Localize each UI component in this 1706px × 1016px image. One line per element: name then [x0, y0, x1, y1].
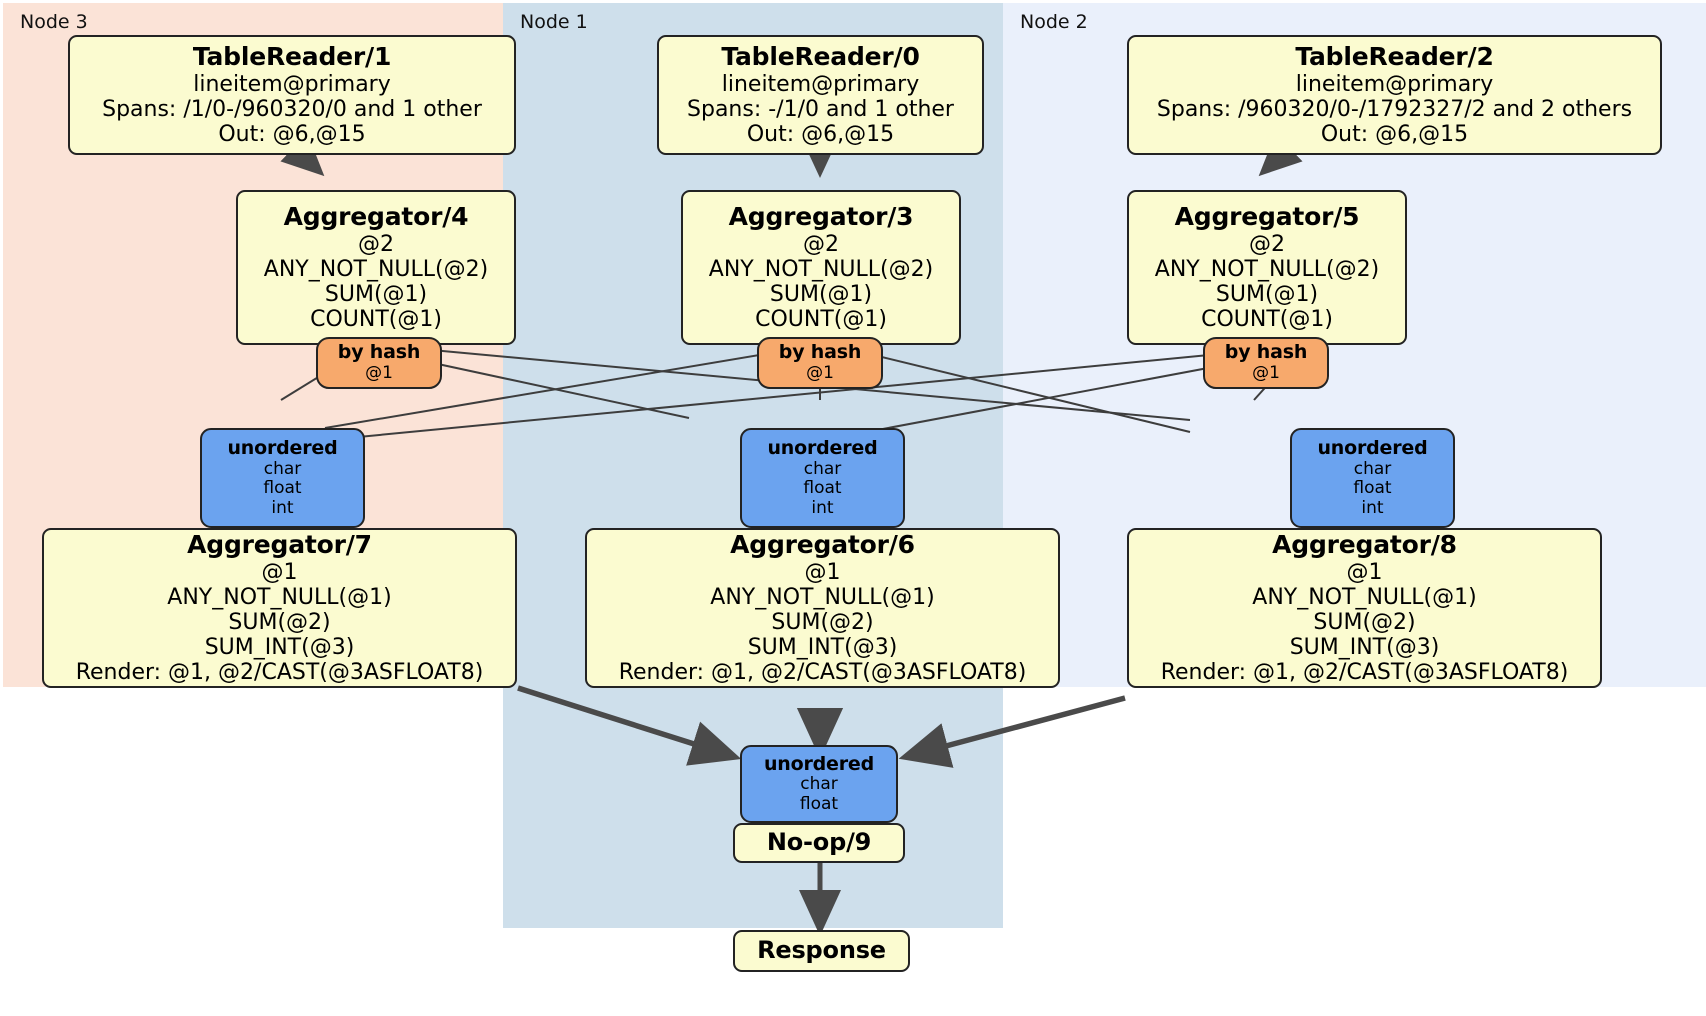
router-line: @1 — [365, 363, 393, 384]
node-title: Aggregator/8 — [1272, 530, 1457, 560]
node-line: SUM(@2) — [771, 609, 874, 635]
node-line: SUM(@1) — [769, 281, 873, 307]
node-line: Spans: -/1/0 and 1 other — [687, 96, 954, 122]
router-title: by hash — [778, 341, 862, 364]
node-line: lineitem@primary — [1295, 71, 1494, 97]
cluster-label-node3: Node 3 — [20, 11, 88, 33]
node-title: Response — [757, 936, 886, 965]
node-title: TableReader/0 — [721, 42, 920, 72]
node-line: Render: @1, @2/CAST(@3ASFLOAT8) — [75, 659, 484, 685]
node-line: lineitem@primary — [193, 71, 391, 97]
receiver-line: float — [1353, 478, 1392, 499]
node-aggregator-7[interactable]: Aggregator/7 @1 ANY_NOT_NULL(@1) SUM(@2)… — [42, 528, 517, 688]
node-line: Spans: /960320/0-/1792327/2 and 2 others — [1156, 96, 1633, 122]
node-line: @1 — [261, 559, 298, 585]
node-aggregator-3[interactable]: Aggregator/3 @2 ANY_NOT_NULL(@2) SUM(@1)… — [681, 190, 961, 345]
node-title: TableReader/2 — [1295, 42, 1494, 72]
receiver-title: unordered — [227, 437, 338, 460]
node-line: ANY_NOT_NULL(@2) — [263, 256, 489, 282]
router-line: @1 — [1252, 363, 1280, 384]
node-line: Out: @6,@15 — [218, 121, 366, 147]
node-title: No-op/9 — [766, 828, 872, 857]
receiver-line: int — [1361, 497, 1384, 518]
node-title: TableReader/1 — [192, 42, 392, 72]
receiver-line: float — [803, 478, 842, 499]
node-line: @1 — [804, 559, 841, 585]
receiver-line: int — [271, 497, 294, 518]
node-line: @2 — [803, 231, 839, 257]
node-line: Render: @1, @2/CAST(@3ASFLOAT8) — [1160, 659, 1569, 685]
node-aggregator-5[interactable]: Aggregator/5 @2 ANY_NOT_NULL(@2) SUM(@1)… — [1127, 190, 1407, 345]
receiver-unordered-center[interactable]: unordered char float int — [740, 428, 905, 528]
node-line: Out: @6,@15 — [1320, 121, 1469, 147]
node-line: lineitem@primary — [721, 71, 920, 97]
router-by-hash-right[interactable]: by hash @1 — [1203, 337, 1329, 389]
node-line: SUM(@1) — [324, 281, 428, 307]
node-line: ANY_NOT_NULL(@2) — [708, 256, 934, 282]
node-line: ANY_NOT_NULL(@1) — [710, 584, 935, 610]
receiver-unordered-left[interactable]: unordered char float int — [200, 428, 365, 528]
node-line: ANY_NOT_NULL(@1) — [1252, 584, 1477, 610]
node-aggregator-4[interactable]: Aggregator/4 @2 ANY_NOT_NULL(@2) SUM(@1)… — [236, 190, 516, 345]
node-line: @1 — [1346, 559, 1383, 585]
node-line: Spans: /1/0-/960320/0 and 1 other — [102, 96, 482, 122]
node-tablereader-0[interactable]: TableReader/0 lineitem@primary Spans: -/… — [657, 35, 984, 155]
node-line: SUM_INT(@3) — [1289, 634, 1440, 660]
node-response[interactable]: Response — [733, 930, 910, 972]
node-title: Aggregator/6 — [730, 530, 915, 560]
node-line: ANY_NOT_NULL(@1) — [167, 584, 392, 610]
node-line: @2 — [1249, 231, 1285, 257]
receiver-line: char — [800, 774, 838, 795]
node-line: SUM_INT(@3) — [204, 634, 355, 660]
node-line: SUM_INT(@3) — [747, 634, 898, 660]
cluster-label-node1: Node 1 — [520, 11, 588, 33]
node-line: SUM(@2) — [1313, 609, 1416, 635]
node-noop-9[interactable]: No-op/9 — [733, 823, 905, 863]
node-line: Render: @1, @2/CAST(@3ASFLOAT8) — [618, 659, 1027, 685]
node-line: ANY_NOT_NULL(@2) — [1154, 256, 1380, 282]
receiver-line: char — [803, 458, 842, 479]
receiver-unordered-right[interactable]: unordered char float int — [1290, 428, 1455, 528]
node-line: @2 — [358, 231, 394, 257]
node-line: SUM(@1) — [1215, 281, 1319, 307]
node-tablereader-1[interactable]: TableReader/1 lineitem@primary Spans: /1… — [68, 35, 516, 155]
receiver-line: float — [799, 793, 839, 814]
router-line: @1 — [806, 363, 834, 384]
router-title: by hash — [337, 341, 421, 364]
node-line: COUNT(@1) — [755, 306, 887, 332]
receiver-line: int — [811, 497, 834, 518]
node-title: Aggregator/3 — [728, 202, 914, 232]
receiver-line: char — [263, 458, 302, 479]
receiver-line: char — [1353, 458, 1392, 479]
node-aggregator-6[interactable]: Aggregator/6 @1 ANY_NOT_NULL(@1) SUM(@2)… — [585, 528, 1060, 688]
receiver-title: unordered — [767, 437, 878, 460]
node-aggregator-8[interactable]: Aggregator/8 @1 ANY_NOT_NULL(@1) SUM(@2)… — [1127, 528, 1602, 688]
node-title: Aggregator/7 — [187, 530, 372, 560]
node-title: Aggregator/4 — [283, 202, 469, 232]
receiver-unordered-final[interactable]: unordered char float — [740, 745, 898, 823]
cluster-label-node2: Node 2 — [1020, 11, 1088, 33]
router-by-hash-left[interactable]: by hash @1 — [316, 337, 442, 389]
receiver-line: float — [263, 478, 302, 499]
node-line: COUNT(@1) — [310, 306, 442, 332]
receiver-title: unordered — [1317, 437, 1428, 460]
node-tablereader-2[interactable]: TableReader/2 lineitem@primary Spans: /9… — [1127, 35, 1662, 155]
node-line: Out: @6,@15 — [746, 121, 895, 147]
node-line: SUM(@2) — [228, 609, 331, 635]
receiver-title: unordered — [763, 752, 875, 775]
router-by-hash-center[interactable]: by hash @1 — [757, 337, 883, 389]
node-title: Aggregator/5 — [1174, 202, 1360, 232]
router-title: by hash — [1224, 341, 1308, 364]
node-line: COUNT(@1) — [1201, 306, 1333, 332]
